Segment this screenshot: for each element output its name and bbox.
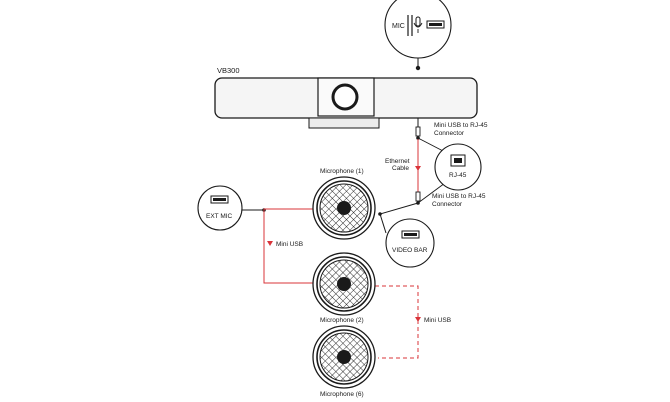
microphone-6: Microphone (6) [312,325,376,398]
upper-connector-line1: Mini USB to RJ-45 [434,122,488,129]
rj45-callout: RJ-45 [434,143,482,191]
mini-usb-link-left: Mini USB [263,208,314,284]
lower-connector-line2: Connector [432,201,463,208]
top-mic-callout: MIC [384,0,452,71]
cable-line1: Ethernet [385,158,410,165]
mini-usb-left-label: Mini USB [276,241,303,248]
mini-usb-port-icon [426,20,445,29]
ext-mic-port-icon [210,195,229,204]
microphone-2-label: Microphone (2) [320,317,364,324]
rj45-port-icon [450,154,466,167]
mic-icon [407,15,423,36]
video-bar-port-icon [401,230,420,239]
mini-usb-link-right: Mini USB [375,285,451,359]
top-mic-label: MIC [392,23,405,30]
ext-mic-label: EXT MIC [206,213,233,220]
upper-connector-line2: Connector [434,130,465,137]
cable-line2: Cable [392,165,409,172]
video-bar [214,77,478,129]
microphone-2: Microphone (2) [312,252,376,324]
device-label: VB300 [217,66,240,75]
ext-mic-callout: EXT MIC [197,185,266,231]
microphone-1-label: Microphone (1) [320,168,364,175]
ethernet-path [379,118,446,215]
mini-usb-right-label: Mini USB [424,317,451,324]
video-bar-label: VIDEO BAR [392,247,428,254]
video-bar-callout: VIDEO BAR [378,212,435,268]
microphone-1: Microphone (1) [312,168,376,240]
lower-connector-line1: Mini USB to RJ-45 [432,193,486,200]
microphone-6-label: Microphone (6) [320,391,364,398]
rj45-label: RJ-45 [449,172,467,179]
